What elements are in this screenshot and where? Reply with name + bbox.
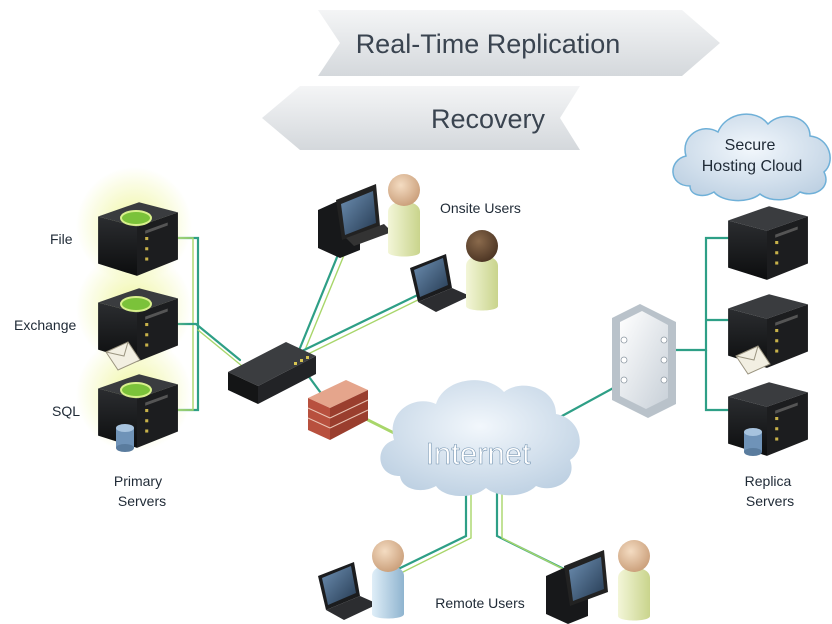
replica-servers-label-line2: Servers [746,493,794,509]
replica-server-2 [728,294,808,375]
mail-icon [735,345,771,375]
network-switch [228,342,316,404]
replica-server-3 [728,382,808,456]
replication-arrow: Real-Time Replication [318,10,720,76]
internet-cloud: Internet [380,380,580,497]
onsite-user-desktop [318,184,392,258]
onsite-users-label: Onsite Users [440,200,521,216]
remote-user-desktop [546,550,608,624]
recovery-arrow: Recovery [262,86,580,150]
remote-user-person-2 [618,540,650,621]
onsite-user-person-1 [388,174,420,257]
firewall-icon [307,380,369,440]
replication-appliance [612,304,676,418]
remote-users-label: Remote Users [435,595,524,611]
sql-server-label: SQL [52,403,80,419]
onsite-user-laptop [410,254,470,312]
file-server [98,202,178,276]
hosting-cloud-line2: Hosting Cloud [702,158,803,175]
remote-user-laptop [318,562,378,620]
exchange-server-label: Exchange [14,317,76,333]
hosting-cloud: Secure Hosting Cloud [672,113,831,202]
database-icon [744,428,762,456]
mail-icon [105,341,141,371]
database-icon [116,424,134,452]
sql-server [98,374,178,452]
recovery-label: Recovery [431,104,546,134]
replica-servers-label-line1: Replica [745,473,792,489]
primary-servers-label-line2: Servers [118,493,166,509]
primary-servers-label-line1: Primary [114,473,162,489]
hosting-cloud-line1: Secure [725,137,776,154]
exchange-server [98,288,178,371]
remote-user-person-1 [372,540,404,619]
onsite-user-person-2 [466,230,498,311]
file-server-label: File [50,231,73,247]
internet-label: Internet [425,436,531,471]
replica-server-1 [728,206,808,280]
replication-label: Real-Time Replication [356,29,621,59]
